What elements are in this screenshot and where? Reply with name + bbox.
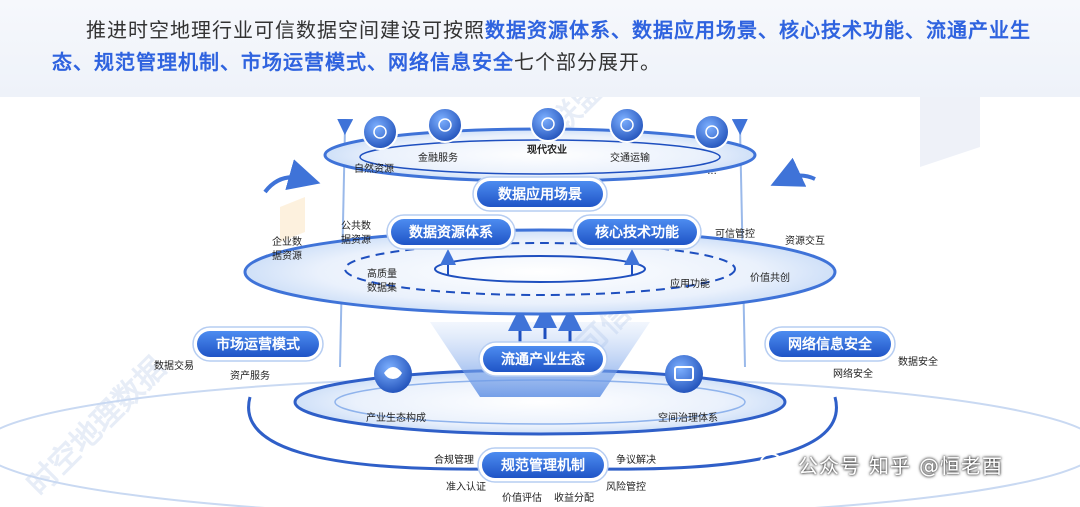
resource-exchange-label: 资源交互 xyxy=(785,234,825,247)
asset-service-label: 资产服务 xyxy=(230,369,270,382)
car-icon xyxy=(609,107,645,143)
pill-label: 网络信息安全 xyxy=(788,336,873,353)
enterprise-data-label: 企业数据资源 xyxy=(272,235,302,262)
bank-icon xyxy=(427,107,463,143)
scene-label: ... xyxy=(707,166,717,177)
cycle-arrow-right-icon xyxy=(770,157,816,187)
pill-core-tech: 核心技术功能 xyxy=(572,214,702,250)
pill-governance: 规范管理机制 xyxy=(477,447,609,483)
data-trade-label: 数据交易 xyxy=(154,359,194,372)
app-function-label: 应用功能 xyxy=(670,277,710,290)
cycle-arrow-left-icon xyxy=(263,159,321,194)
wechat-icon xyxy=(760,453,789,475)
intro-highlight: 数据应用场景 xyxy=(632,18,758,42)
intro-highlight: 网络信息安全 xyxy=(388,50,514,74)
pill-label: 市场运营模式 xyxy=(216,336,300,353)
pill-market-ops: 市场运营模式 xyxy=(192,326,324,362)
pill-network-security: 网络信息安全 xyxy=(764,326,896,362)
left-connector-arc xyxy=(247,396,491,471)
intro-highlight: 核心技术功能 xyxy=(779,18,905,42)
pill-industry-eco: 流通产业生态 xyxy=(478,341,608,377)
intro-highlight: 规范管理机制 xyxy=(94,50,220,74)
compliance-label: 合规管理 xyxy=(434,453,474,466)
intro-separator: 、 xyxy=(758,18,779,42)
public-data-label: 公共数据资源 xyxy=(341,219,371,246)
intro-text: 推进时空地理行业可信数据空间建设可按照数据资源体系、数据应用场景、核心技术功能、… xyxy=(52,14,1062,78)
intro-separator: 、 xyxy=(611,18,632,42)
scene-label: 现代农业 xyxy=(527,143,567,156)
scene-icons: 自然资源 金融服务 现代农业交通运输... xyxy=(354,106,730,177)
middle-platform-ring xyxy=(243,228,837,316)
footer-author: @恒老酉 xyxy=(919,453,1003,478)
scene-label: 自然资源 xyxy=(354,162,394,175)
pill-label: 规范管理机制 xyxy=(501,457,585,474)
scene-label: 金融服务 xyxy=(418,151,458,164)
intro-highlight: 数据资源体系 xyxy=(485,18,611,42)
intro-highlight: 市场运营模式 xyxy=(241,50,367,74)
scene-label: 交通运输 xyxy=(610,151,650,164)
intro-separator: 、 xyxy=(220,50,241,74)
intro-prefix: 推进时空地理行业可信数据空间建设可按照 xyxy=(86,18,485,42)
eco-formation-label: 产业生态构成 xyxy=(366,411,426,424)
watermark-logo-shape xyxy=(280,197,305,242)
pill-label: 流通产业生态 xyxy=(501,351,585,368)
governance-system-icon xyxy=(665,355,703,393)
watermark-logo-shape xyxy=(920,97,980,167)
pill-label: 核心技术功能 xyxy=(595,224,679,241)
space-governance-label: 空间治理体系 xyxy=(658,411,718,424)
dispute-label: 争议解决 xyxy=(616,453,656,466)
up-arrows xyxy=(508,304,582,342)
intro-suffix: 七个部分展开。 xyxy=(514,50,661,74)
ecosystem-icon xyxy=(374,355,412,393)
plant-icon xyxy=(530,106,566,142)
globe-icon xyxy=(362,114,398,150)
pill-label: 数据资源体系 xyxy=(409,224,493,241)
footer-zhihu: 知乎 xyxy=(869,453,911,478)
data-security-label: 数据安全 xyxy=(898,355,938,368)
intro-separator: 、 xyxy=(905,18,926,42)
risk-control-label: 风险管控 xyxy=(606,480,646,493)
intro-separator: 、 xyxy=(367,50,388,74)
value-cocreate-label: 价值共创 xyxy=(750,271,790,284)
intro-banner: 推进时空地理行业可信数据空间建设可按照数据资源体系、数据应用场景、核心技术功能、… xyxy=(0,0,1080,97)
access-cert-label: 准入认证 xyxy=(446,480,486,493)
more-icon xyxy=(694,114,730,150)
pill-data-resource: 数据资源体系 xyxy=(386,214,516,250)
pill-app-scene: 数据应用场景 xyxy=(472,176,608,212)
intro-highlight: 流通产业生态 xyxy=(52,18,1031,74)
value-eval-label: 价值评估 xyxy=(502,491,542,504)
trust-control-label: 可信管控 xyxy=(715,227,755,240)
middle-inner-ring xyxy=(434,255,646,283)
high-quality-label: 高质量数据集 xyxy=(367,267,397,294)
revenue-share-label: 收益分配 xyxy=(554,491,594,504)
footer-platform: 公众号 xyxy=(798,453,861,478)
net-security-label: 网络安全 xyxy=(833,367,873,380)
pill-label: 数据应用场景 xyxy=(498,186,582,203)
footer-attribution: 公众号 知乎 @恒老酉 xyxy=(760,446,1003,482)
intro-separator: 、 xyxy=(73,50,94,74)
right-connector-arc xyxy=(599,396,838,471)
middle-dashed-ring xyxy=(344,242,736,296)
